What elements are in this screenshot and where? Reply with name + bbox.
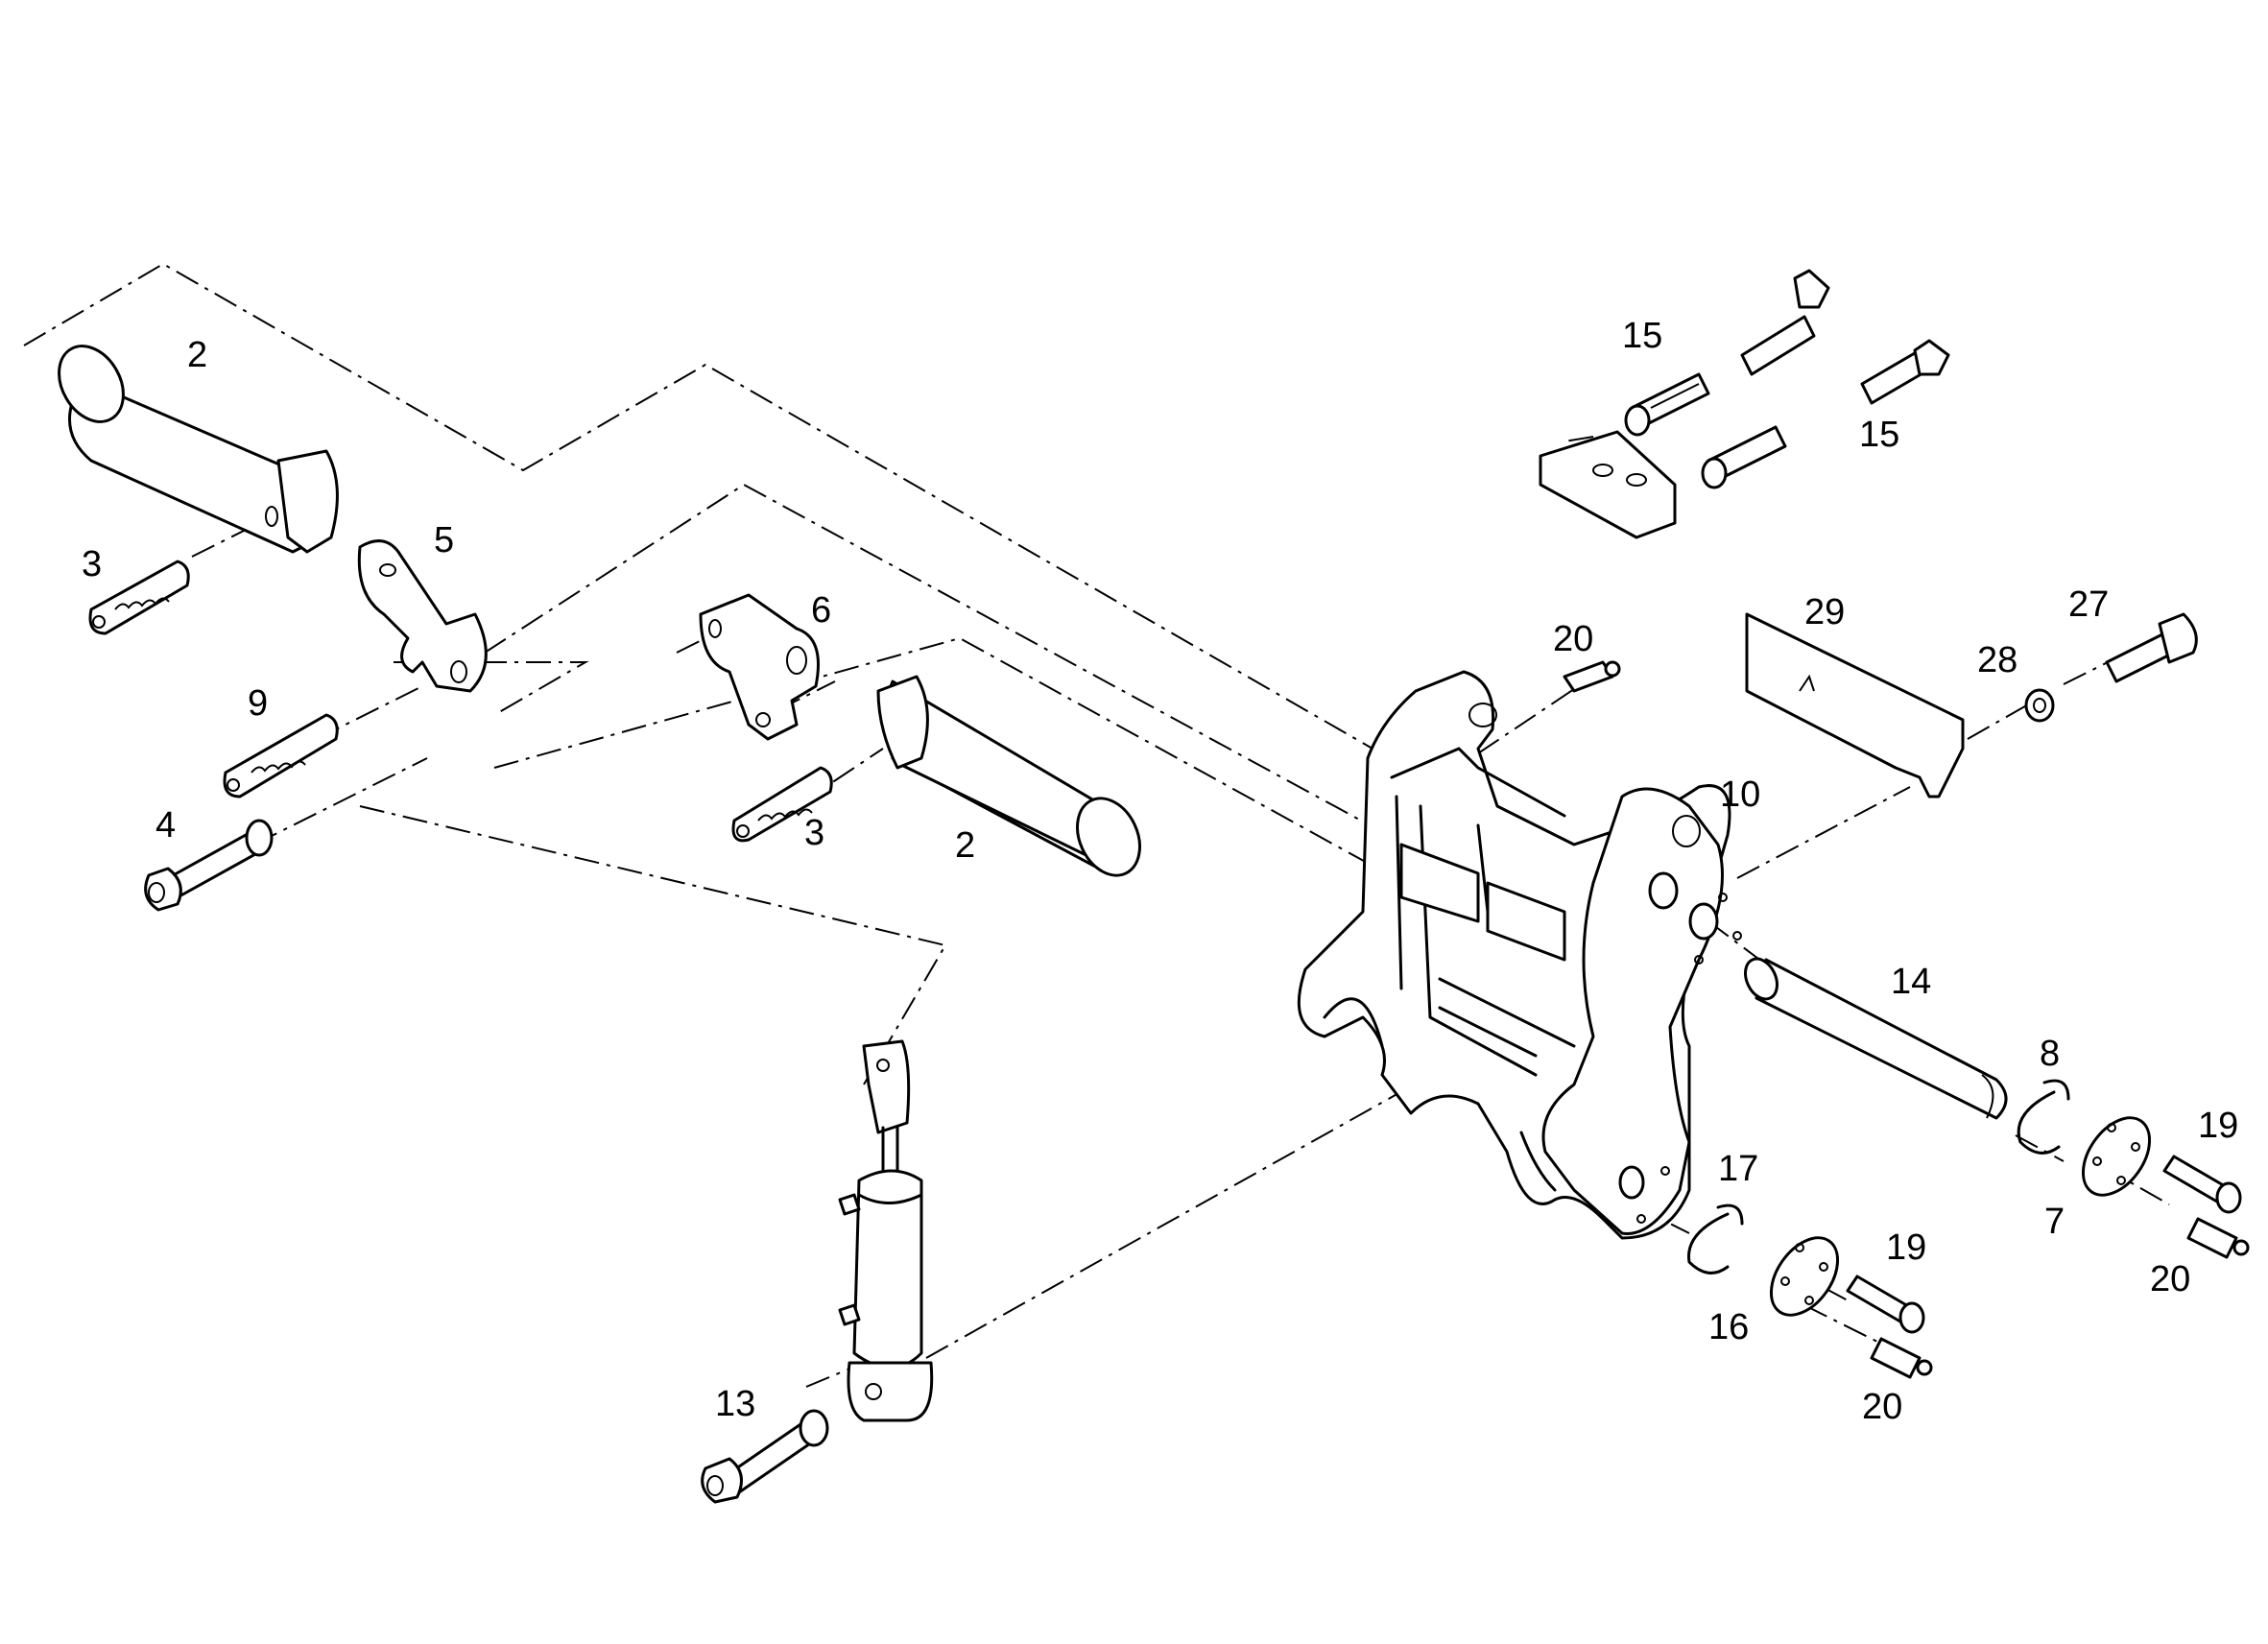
- callout-28: 28: [1977, 640, 2017, 680]
- cylinder-lower: [838, 1039, 934, 1422]
- callout-3b: 3: [804, 813, 824, 853]
- callout-20a: 20: [1553, 619, 1593, 659]
- cylinder-upper-left: [58, 345, 339, 554]
- callout-2a: 2: [187, 335, 207, 375]
- washer-28: [2024, 688, 2055, 723]
- bracket-5: [357, 539, 488, 693]
- pin-3-upper: [88, 560, 190, 635]
- guard-plate-29: [1745, 612, 1965, 798]
- callout-5: 5: [434, 520, 454, 560]
- callout-10: 10: [1720, 774, 1760, 815]
- cover-plate-7: [2081, 1116, 2152, 1197]
- callout-29: 29: [1804, 592, 1845, 632]
- callout-19a: 19: [2198, 1106, 2238, 1146]
- callout-20b: 20: [2150, 1259, 2190, 1299]
- callout-4: 4: [155, 805, 176, 846]
- pin-9: [223, 713, 339, 798]
- callout-2b: 2: [955, 825, 975, 866]
- callout-27: 27: [2068, 584, 2109, 625]
- bolt-4: [144, 819, 274, 912]
- callout-20c: 20: [1862, 1387, 1902, 1427]
- callout-17: 17: [1718, 1149, 1758, 1189]
- bolt-27: [2105, 612, 2198, 683]
- pin-3-lower: [731, 766, 833, 843]
- shaft-14: [1744, 957, 2008, 1120]
- callout-labels: 2 3 5 9 4 6 3 2 15 15 20 29 28 27 10 14 8 19 7 20 17 19 16 20 13: [82, 316, 2238, 1427]
- callout-8: 8: [2040, 1034, 2060, 1074]
- callout-6: 6: [811, 590, 831, 631]
- callout-7: 7: [2044, 1202, 2065, 1242]
- bracket-6: [699, 593, 820, 741]
- circlip-17: [1687, 1203, 1744, 1275]
- cover-plate-16: [1769, 1236, 1840, 1317]
- bolt-13: [701, 1409, 829, 1504]
- grease-nipple-20-right: [2186, 1217, 2250, 1259]
- callout-9: 9: [248, 683, 268, 724]
- callout-14: 14: [1891, 962, 1931, 1002]
- callout-16: 16: [1708, 1307, 1749, 1347]
- callout-3a: 3: [82, 544, 102, 584]
- bolt-19-right: [2162, 1155, 2242, 1214]
- circlip-8: [2017, 1079, 2070, 1155]
- callout-13: 13: [715, 1384, 755, 1424]
- callout-15b: 15: [1859, 415, 1899, 455]
- main-frame-10: [1297, 670, 1742, 1240]
- bolt-set-15: [1539, 269, 1950, 539]
- callout-15a: 15: [1622, 316, 1662, 356]
- bolt-19-lower: [1846, 1275, 1925, 1334]
- grease-nipple-20-top: [1563, 660, 1621, 693]
- callout-19b: 19: [1886, 1227, 1926, 1268]
- cylinder-middle: [876, 675, 1141, 877]
- grease-nipple-20-lower: [1870, 1337, 1933, 1379]
